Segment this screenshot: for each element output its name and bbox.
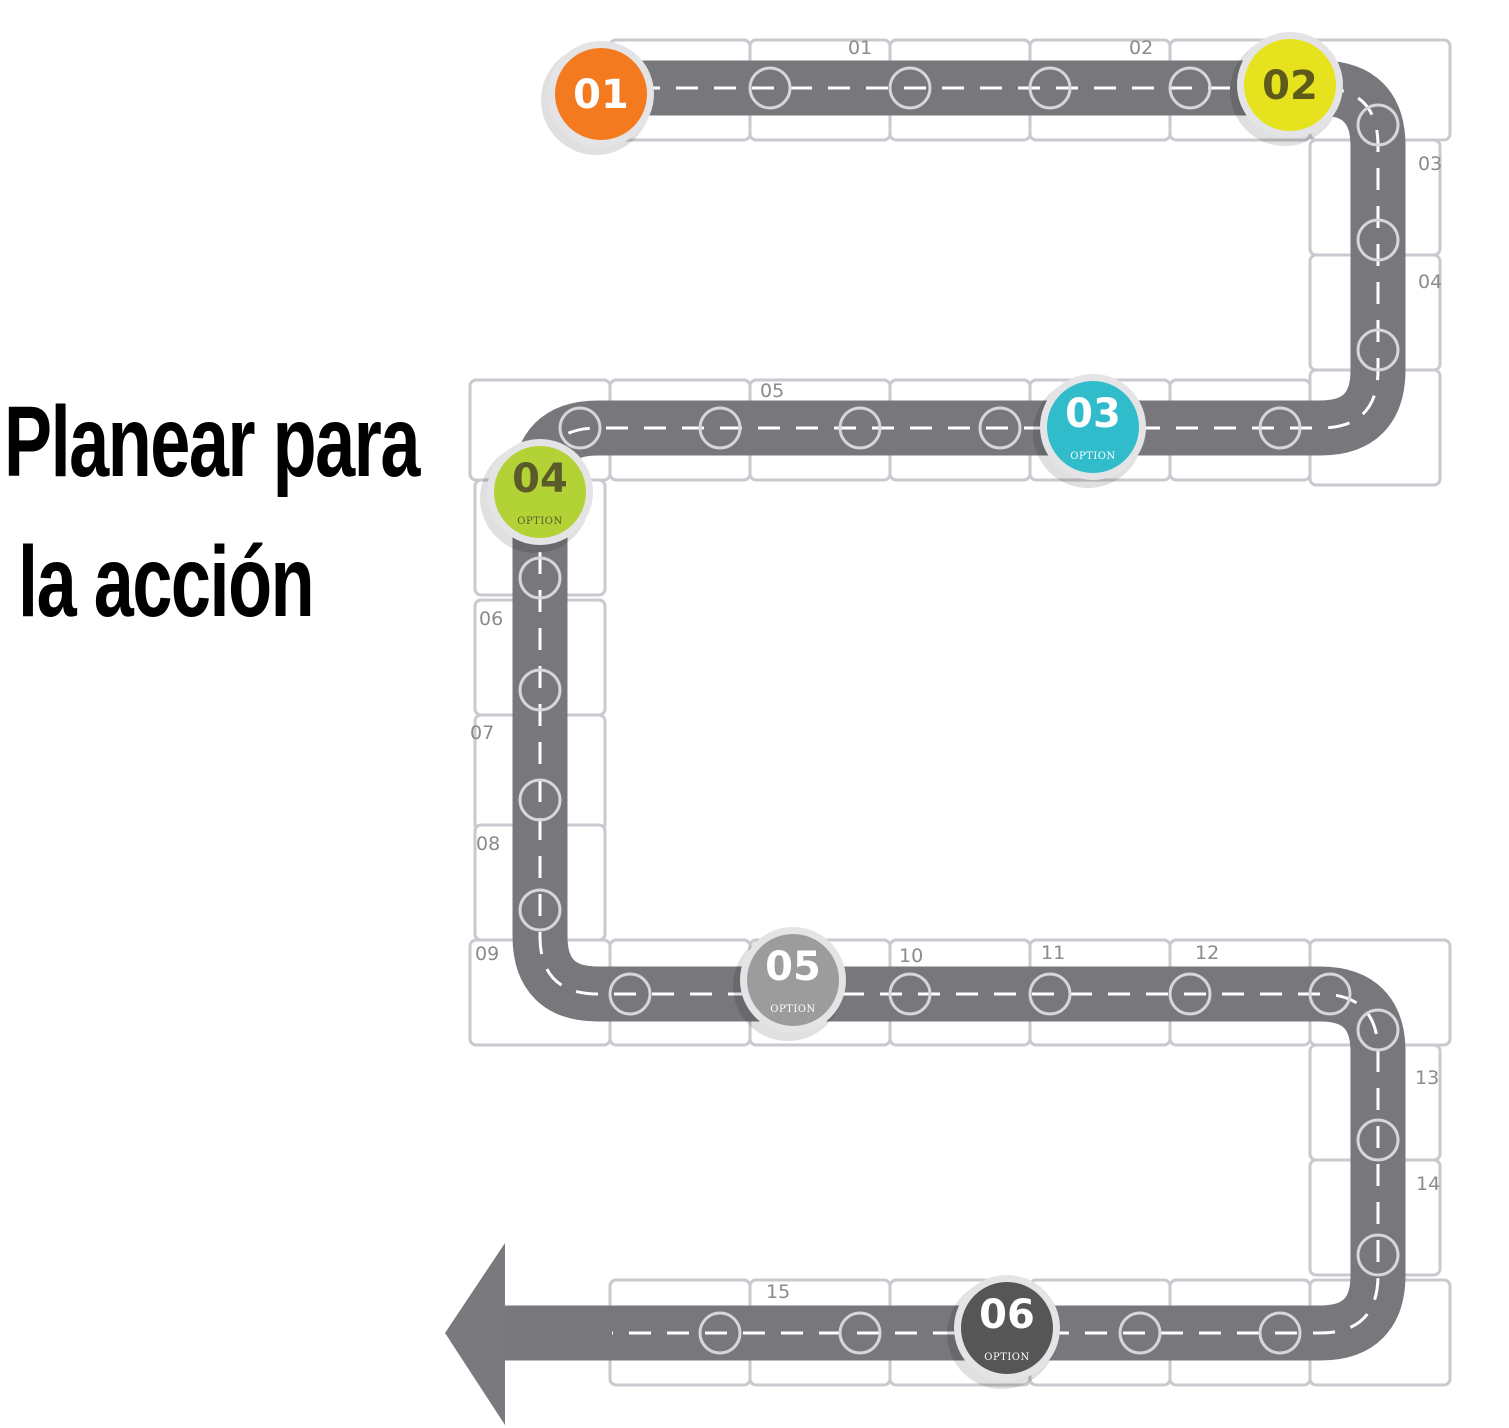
puzzle-knob bbox=[608, 972, 652, 1016]
puzzle-knob bbox=[888, 66, 932, 110]
puzzle-knob bbox=[1028, 66, 1072, 110]
badge-label: OPTION bbox=[1070, 451, 1116, 462]
puzzle-knob bbox=[518, 778, 562, 822]
puzzle-knob bbox=[558, 406, 602, 450]
puzzle-knob bbox=[888, 972, 932, 1016]
milestone-badges: 01 02 03 OPTION 04 OPTION 05 OPTION bbox=[480, 32, 1343, 1389]
puzzle-knob bbox=[1356, 103, 1400, 147]
arrow-head-icon bbox=[445, 1243, 505, 1425]
badge-number: 04 bbox=[512, 456, 568, 502]
badge-number: 05 bbox=[765, 944, 821, 990]
segment-label: 14 bbox=[1416, 1173, 1440, 1195]
badge-number: 06 bbox=[979, 1292, 1035, 1338]
badge-label: OPTION bbox=[770, 1004, 816, 1015]
title-line-2: la acción bbox=[18, 526, 315, 638]
milestone-badge-01: 01 bbox=[541, 41, 654, 155]
segment-label: 03 bbox=[1418, 153, 1442, 175]
segment-label: 05 bbox=[760, 380, 784, 402]
segment-label: 12 bbox=[1195, 942, 1219, 964]
puzzle-knob bbox=[1258, 406, 1302, 450]
segment-label: 08 bbox=[476, 833, 500, 855]
puzzle-knob bbox=[838, 406, 882, 450]
segment-label: 07 bbox=[470, 722, 494, 744]
puzzle-knob bbox=[978, 406, 1022, 450]
puzzle-knob bbox=[698, 1311, 742, 1355]
milestone-badge-03: 03 OPTION bbox=[1033, 374, 1146, 488]
segment-label: 02 bbox=[1129, 37, 1153, 59]
puzzle-knob bbox=[1168, 972, 1212, 1016]
badge-label: OPTION bbox=[517, 516, 563, 527]
puzzle-knob bbox=[1356, 1008, 1400, 1052]
milestone-badge-05: 05 OPTION bbox=[733, 927, 846, 1041]
milestone-badge-02: 02 bbox=[1230, 32, 1343, 146]
badge-label: OPTION bbox=[984, 1352, 1030, 1363]
puzzle-knob bbox=[1356, 1118, 1400, 1162]
puzzle-knob bbox=[518, 668, 562, 712]
segment-labels: 01 02 03 04 05 06 07 08 09 10 11 12 13 1… bbox=[470, 37, 1442, 1303]
puzzle-connectors bbox=[518, 66, 1400, 1355]
badge-number: 03 bbox=[1065, 391, 1121, 437]
puzzle-knob bbox=[1308, 972, 1352, 1016]
puzzle-knob bbox=[1118, 1311, 1162, 1355]
puzzle-tiles bbox=[468, 38, 1452, 1387]
segment-label: 04 bbox=[1418, 271, 1442, 293]
badge-number: 01 bbox=[573, 72, 629, 118]
milestone-badge-04: 04 OPTION bbox=[480, 439, 593, 553]
puzzle-knob bbox=[698, 406, 742, 450]
segment-label: 11 bbox=[1041, 942, 1065, 964]
segment-label: 06 bbox=[479, 608, 503, 630]
puzzle-knob bbox=[1356, 328, 1400, 372]
puzzle-knob bbox=[518, 888, 562, 932]
puzzle-knob bbox=[1028, 972, 1072, 1016]
puzzle-knob bbox=[838, 1311, 882, 1355]
road bbox=[505, 60, 1406, 1361]
segment-label: 15 bbox=[766, 1281, 790, 1303]
segment-label: 01 bbox=[848, 37, 872, 59]
segment-label: 10 bbox=[899, 945, 923, 967]
puzzle-knob bbox=[1356, 218, 1400, 262]
segment-label: 09 bbox=[475, 943, 499, 965]
milestone-badge-06: 06 OPTION bbox=[947, 1275, 1060, 1389]
badge-number: 02 bbox=[1262, 63, 1318, 109]
puzzle-knob bbox=[1168, 66, 1212, 110]
puzzle-knob bbox=[1356, 1233, 1400, 1277]
title-line-1: Planear para bbox=[4, 386, 420, 498]
puzzle-knob bbox=[1258, 1311, 1302, 1355]
road-center-line bbox=[538, 86, 1380, 1335]
puzzle-knob bbox=[518, 556, 562, 600]
puzzle-knob bbox=[748, 66, 792, 110]
segment-label: 13 bbox=[1415, 1067, 1439, 1089]
